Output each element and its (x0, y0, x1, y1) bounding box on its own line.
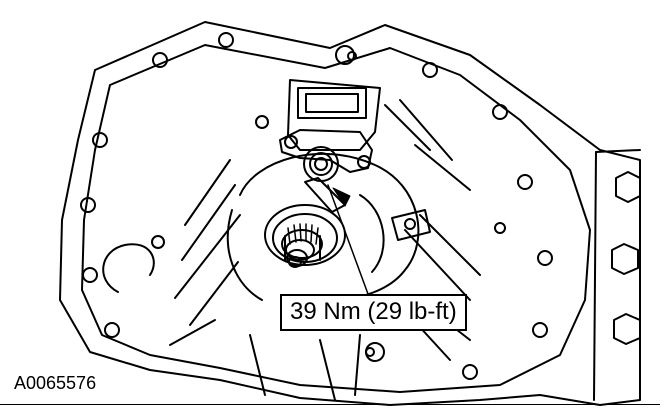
housing-tab (391, 209, 431, 241)
callout-leader-line (327, 184, 369, 295)
bottom-divider (0, 404, 660, 405)
housing-ribs-left (169, 159, 241, 346)
left-pocket (102, 243, 155, 293)
flange-bolt-holes (80, 32, 553, 380)
shaft-splines (287, 223, 319, 245)
hex-bolt-lower (613, 313, 641, 345)
hex-bolt-middle (611, 243, 639, 275)
side-panel (593, 149, 641, 401)
lower-details (249, 334, 375, 401)
housing-flange-outline (59, 21, 641, 406)
pointer-arrow-icon (332, 187, 351, 207)
retainer-bolt (303, 146, 339, 182)
torque-callout: 39 Nm (29 lb-ft) (280, 294, 467, 331)
figure-id-label: A0065576 (14, 373, 97, 393)
housing-inner-flange (81, 44, 591, 393)
tab-hole (404, 218, 416, 230)
hex-bolt-upper (615, 171, 641, 203)
